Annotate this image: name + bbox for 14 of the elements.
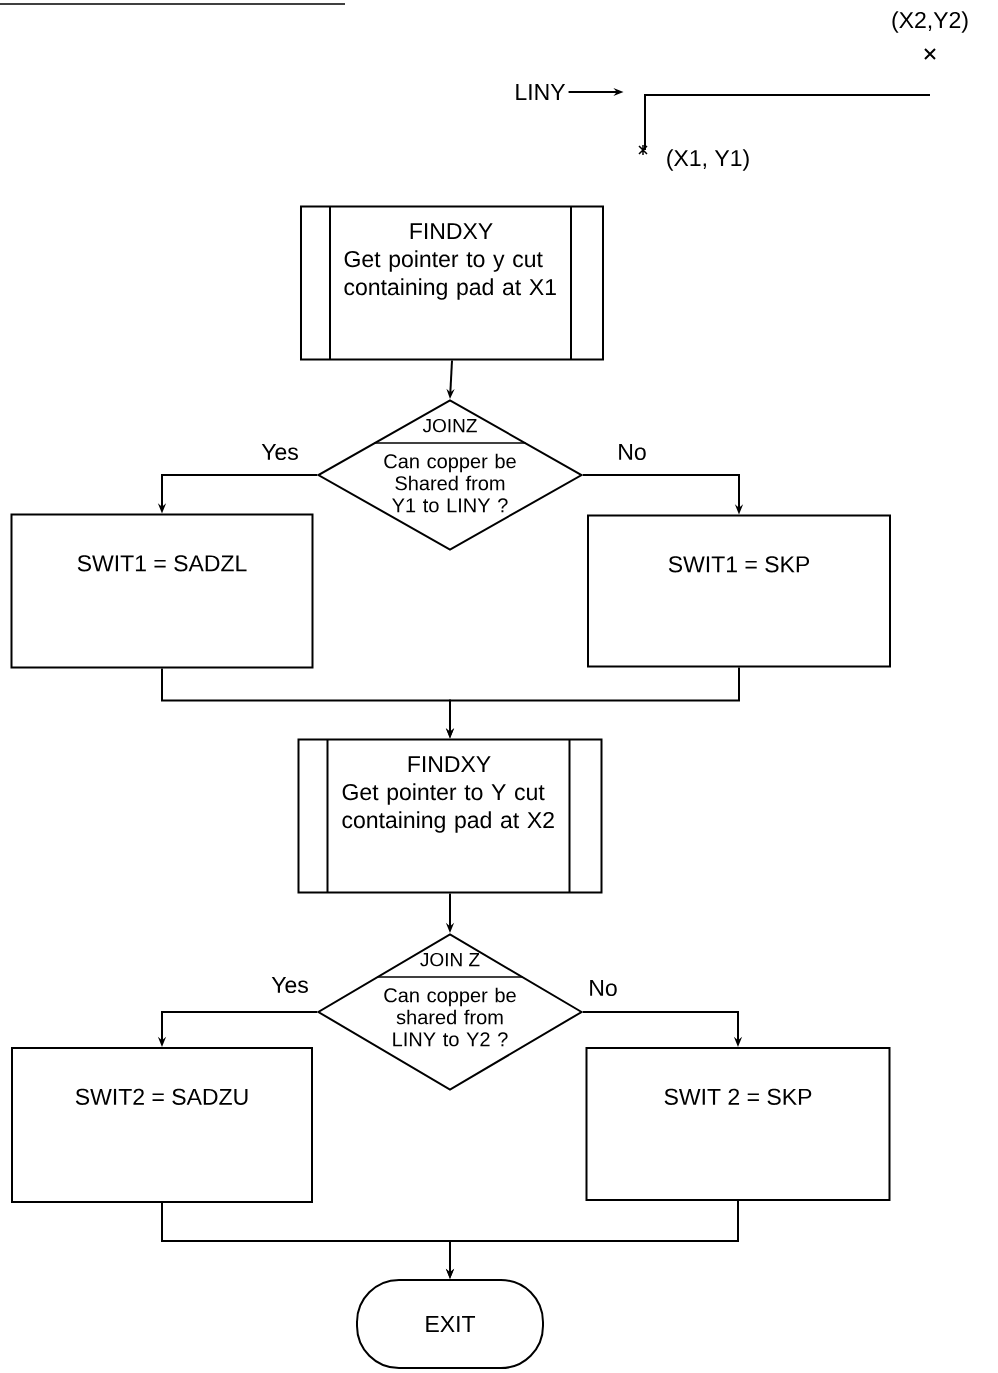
process-box: SWIT 2 = SKP bbox=[585, 1047, 891, 1201]
edge-label: Yes bbox=[260, 443, 300, 462]
predefined-process-box: FINDXY Get pointer to Y cut containing pad at X2 bbox=[297, 738, 603, 894]
process-box: SWIT1 = SADZL bbox=[10, 513, 314, 669]
process-box: SWIT2 = SADZU bbox=[11, 1047, 313, 1203]
coordinate-label: (X1, Y1) bbox=[667, 149, 749, 171]
process-box: SWIT1 = SKP bbox=[587, 514, 891, 668]
terminal-box: EXIT bbox=[356, 1279, 544, 1369]
edge-label: No bbox=[616, 443, 648, 462]
bare-label: LINY bbox=[516, 84, 566, 100]
edge-label: Yes bbox=[270, 976, 310, 995]
coordinate-label: (X2,Y2) bbox=[892, 11, 968, 33]
edge-label: No bbox=[587, 979, 619, 998]
predefined-process-box: FINDXY Get pointer to y cut containing pad at X1 bbox=[300, 205, 604, 361]
